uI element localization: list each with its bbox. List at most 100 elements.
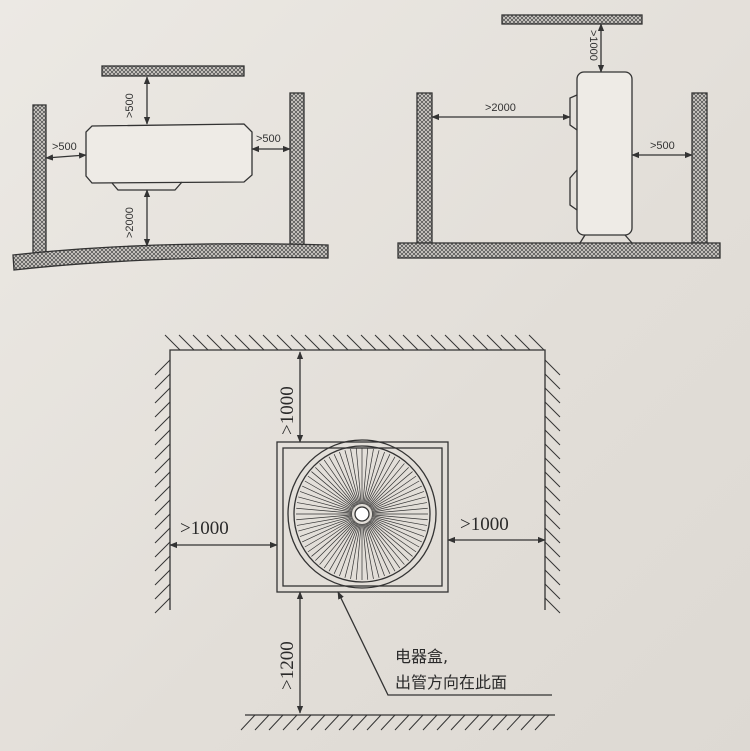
fan-blade-line [339,451,359,505]
hatch-line [374,334,391,351]
fan-blade-line [365,454,391,506]
hatch-line [408,714,424,731]
floor [397,242,721,259]
hatch-line [520,714,536,731]
fan-blade-line [371,516,426,532]
hatch-line [192,334,209,351]
fan-blade-line [328,456,358,506]
note-line-2: 出管方向在此面 [395,673,507,692]
outdoor-side-front-label: >2000 [485,102,516,114]
fan-blade-line [370,517,422,543]
fan-blade-line [296,507,353,514]
hatch-line [240,714,256,731]
plan-left-label: >1000 [180,518,229,539]
hatch-line [154,471,171,488]
fan-blade-line [362,448,369,505]
hatch-line [206,334,223,351]
hatch-line [154,485,171,502]
hatch-line [486,334,503,351]
hatch-line [514,334,531,351]
fan-blade-line [368,520,409,561]
hatch-line [154,569,171,586]
fan-grille [296,448,428,580]
fan-blade-line [319,521,356,565]
fan-blade-line [350,523,361,580]
fan-blade-line [311,471,355,508]
fan-blade-line [299,517,353,537]
outdoor-side-diagram [397,14,721,259]
fan-blade-line [323,459,357,507]
hatch-line [268,714,284,731]
hatch-line [422,714,438,731]
fan-blade-line [370,485,422,511]
hatch-line [380,714,396,731]
fan-blade-line [363,523,374,580]
fan-blade-line [333,522,359,574]
fan-blade-line [368,467,409,508]
fan-blade-line [302,485,354,511]
fan-blade-line [333,454,359,506]
fan-blade-line [370,480,420,510]
fan-blade-line [304,480,354,510]
fan-blade-line [367,521,401,569]
fan-blade-line [366,456,396,506]
fan-blade-line [311,520,355,557]
hatch-line [338,714,354,731]
hatch-line [304,334,321,351]
hatch-line [154,359,171,376]
outdoor-side-top-label: >1000 [587,30,599,61]
hatch-line [262,334,279,351]
fan-blade-line [350,448,361,505]
fan-blade-line [365,523,385,577]
fan-blade-line [371,496,426,512]
fan-blade-line [344,450,360,505]
hatch-line [310,714,326,731]
ceiling [101,65,245,77]
fan-blade-line [368,521,405,565]
plan-top-label: >1000 [277,386,298,435]
left-wall [416,92,433,244]
fan-blade-line [298,496,353,512]
fan-blade-line [371,514,428,521]
indoor-right-label: >500 [256,133,281,145]
hatch-line [436,714,452,731]
hatch-line [394,714,410,731]
hatch-line [450,714,466,731]
fan-blade-line [323,521,357,569]
fan-blade-line [319,463,356,507]
leader-line [337,591,552,696]
hatch-line [154,401,171,418]
fan-blade-line [298,516,353,532]
hatch-line [544,359,561,376]
fan-blade-line [302,517,354,543]
fan-blade-line [369,520,413,557]
note-line-1: 电器盒, [395,647,448,666]
fan-blade-line [304,518,354,548]
plan-right-label: >1000 [460,514,509,535]
fan-blade-line [368,463,405,507]
hatch-line [178,334,195,351]
fan-blade-line [364,450,380,505]
outdoor-unit-outer [276,441,449,593]
hatch-line [154,373,171,390]
floor [12,243,329,271]
hatch-line [478,714,494,731]
hatch-line [402,334,419,351]
hatch-line [154,597,171,614]
hatch-line [458,334,475,351]
fan-blade-line [362,523,369,580]
hatch-line [352,714,368,731]
left-wall [32,104,47,254]
fan-blade-line [328,522,358,572]
hatch-line [444,334,461,351]
fan-blade-line [367,459,401,507]
hatch-line [254,714,270,731]
fan-blade-line [355,523,362,580]
hatch-line [346,334,363,351]
fan-blade-line [369,519,417,553]
hatch-line [544,541,561,558]
hatch-line [154,415,171,432]
hatch-line [220,334,237,351]
